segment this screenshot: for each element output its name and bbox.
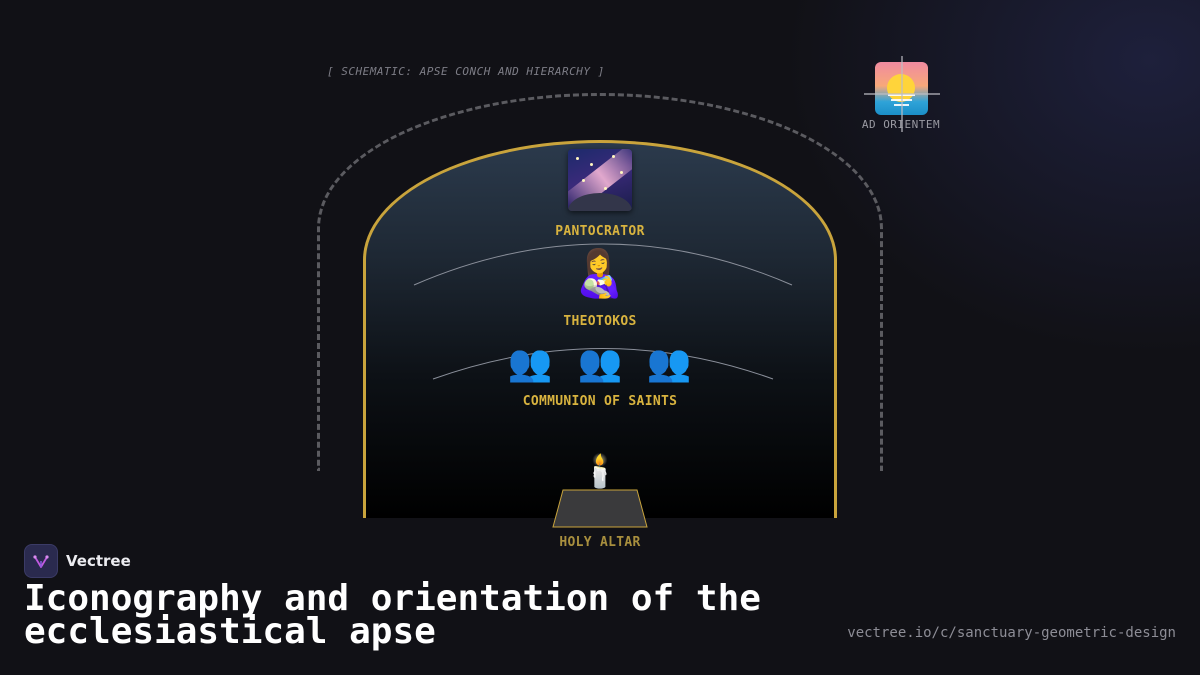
busts-in-silhouette-icon: 👥: [577, 343, 623, 384]
theotokos-label: THEOTOKOS: [563, 314, 637, 329]
communion-of-saints-label: COMMUNION OF SAINTS: [522, 394, 678, 409]
altar-top: [552, 489, 648, 528]
candle-icon: 🕯️: [580, 452, 620, 490]
brand-name: Vectree: [66, 552, 131, 570]
ad-orientem-label: AD ORIENTEM: [861, 118, 941, 131]
upper-tier-arc: [413, 243, 793, 286]
outer-arch-outline: [317, 93, 883, 471]
vectree-logo-icon: [24, 544, 58, 578]
page-title: Iconography and orientation of the eccle…: [24, 578, 761, 652]
woman-feeding-baby-icon: 👩‍🍼: [571, 246, 629, 300]
schematic-caption: [ SCHEMATIC: APSE CONCH AND HIERARCHY ]: [327, 65, 605, 78]
pantocrator-label: PANTOCRATOR: [555, 224, 645, 239]
brand: Vectree: [24, 544, 131, 578]
busts-in-silhouette-icon: 👥: [507, 343, 553, 384]
holy-altar-label: HOLY ALTAR: [559, 535, 641, 550]
compass-crosshair: [864, 56, 940, 132]
tier-arcs: [413, 243, 793, 380]
busts-in-silhouette-icon: 👥: [646, 343, 692, 384]
source-url: vectree.io/c/sanctuary-geometric-design: [847, 625, 1176, 641]
milky-way-icon: [568, 149, 632, 211]
lower-tier-arc: [432, 348, 774, 380]
